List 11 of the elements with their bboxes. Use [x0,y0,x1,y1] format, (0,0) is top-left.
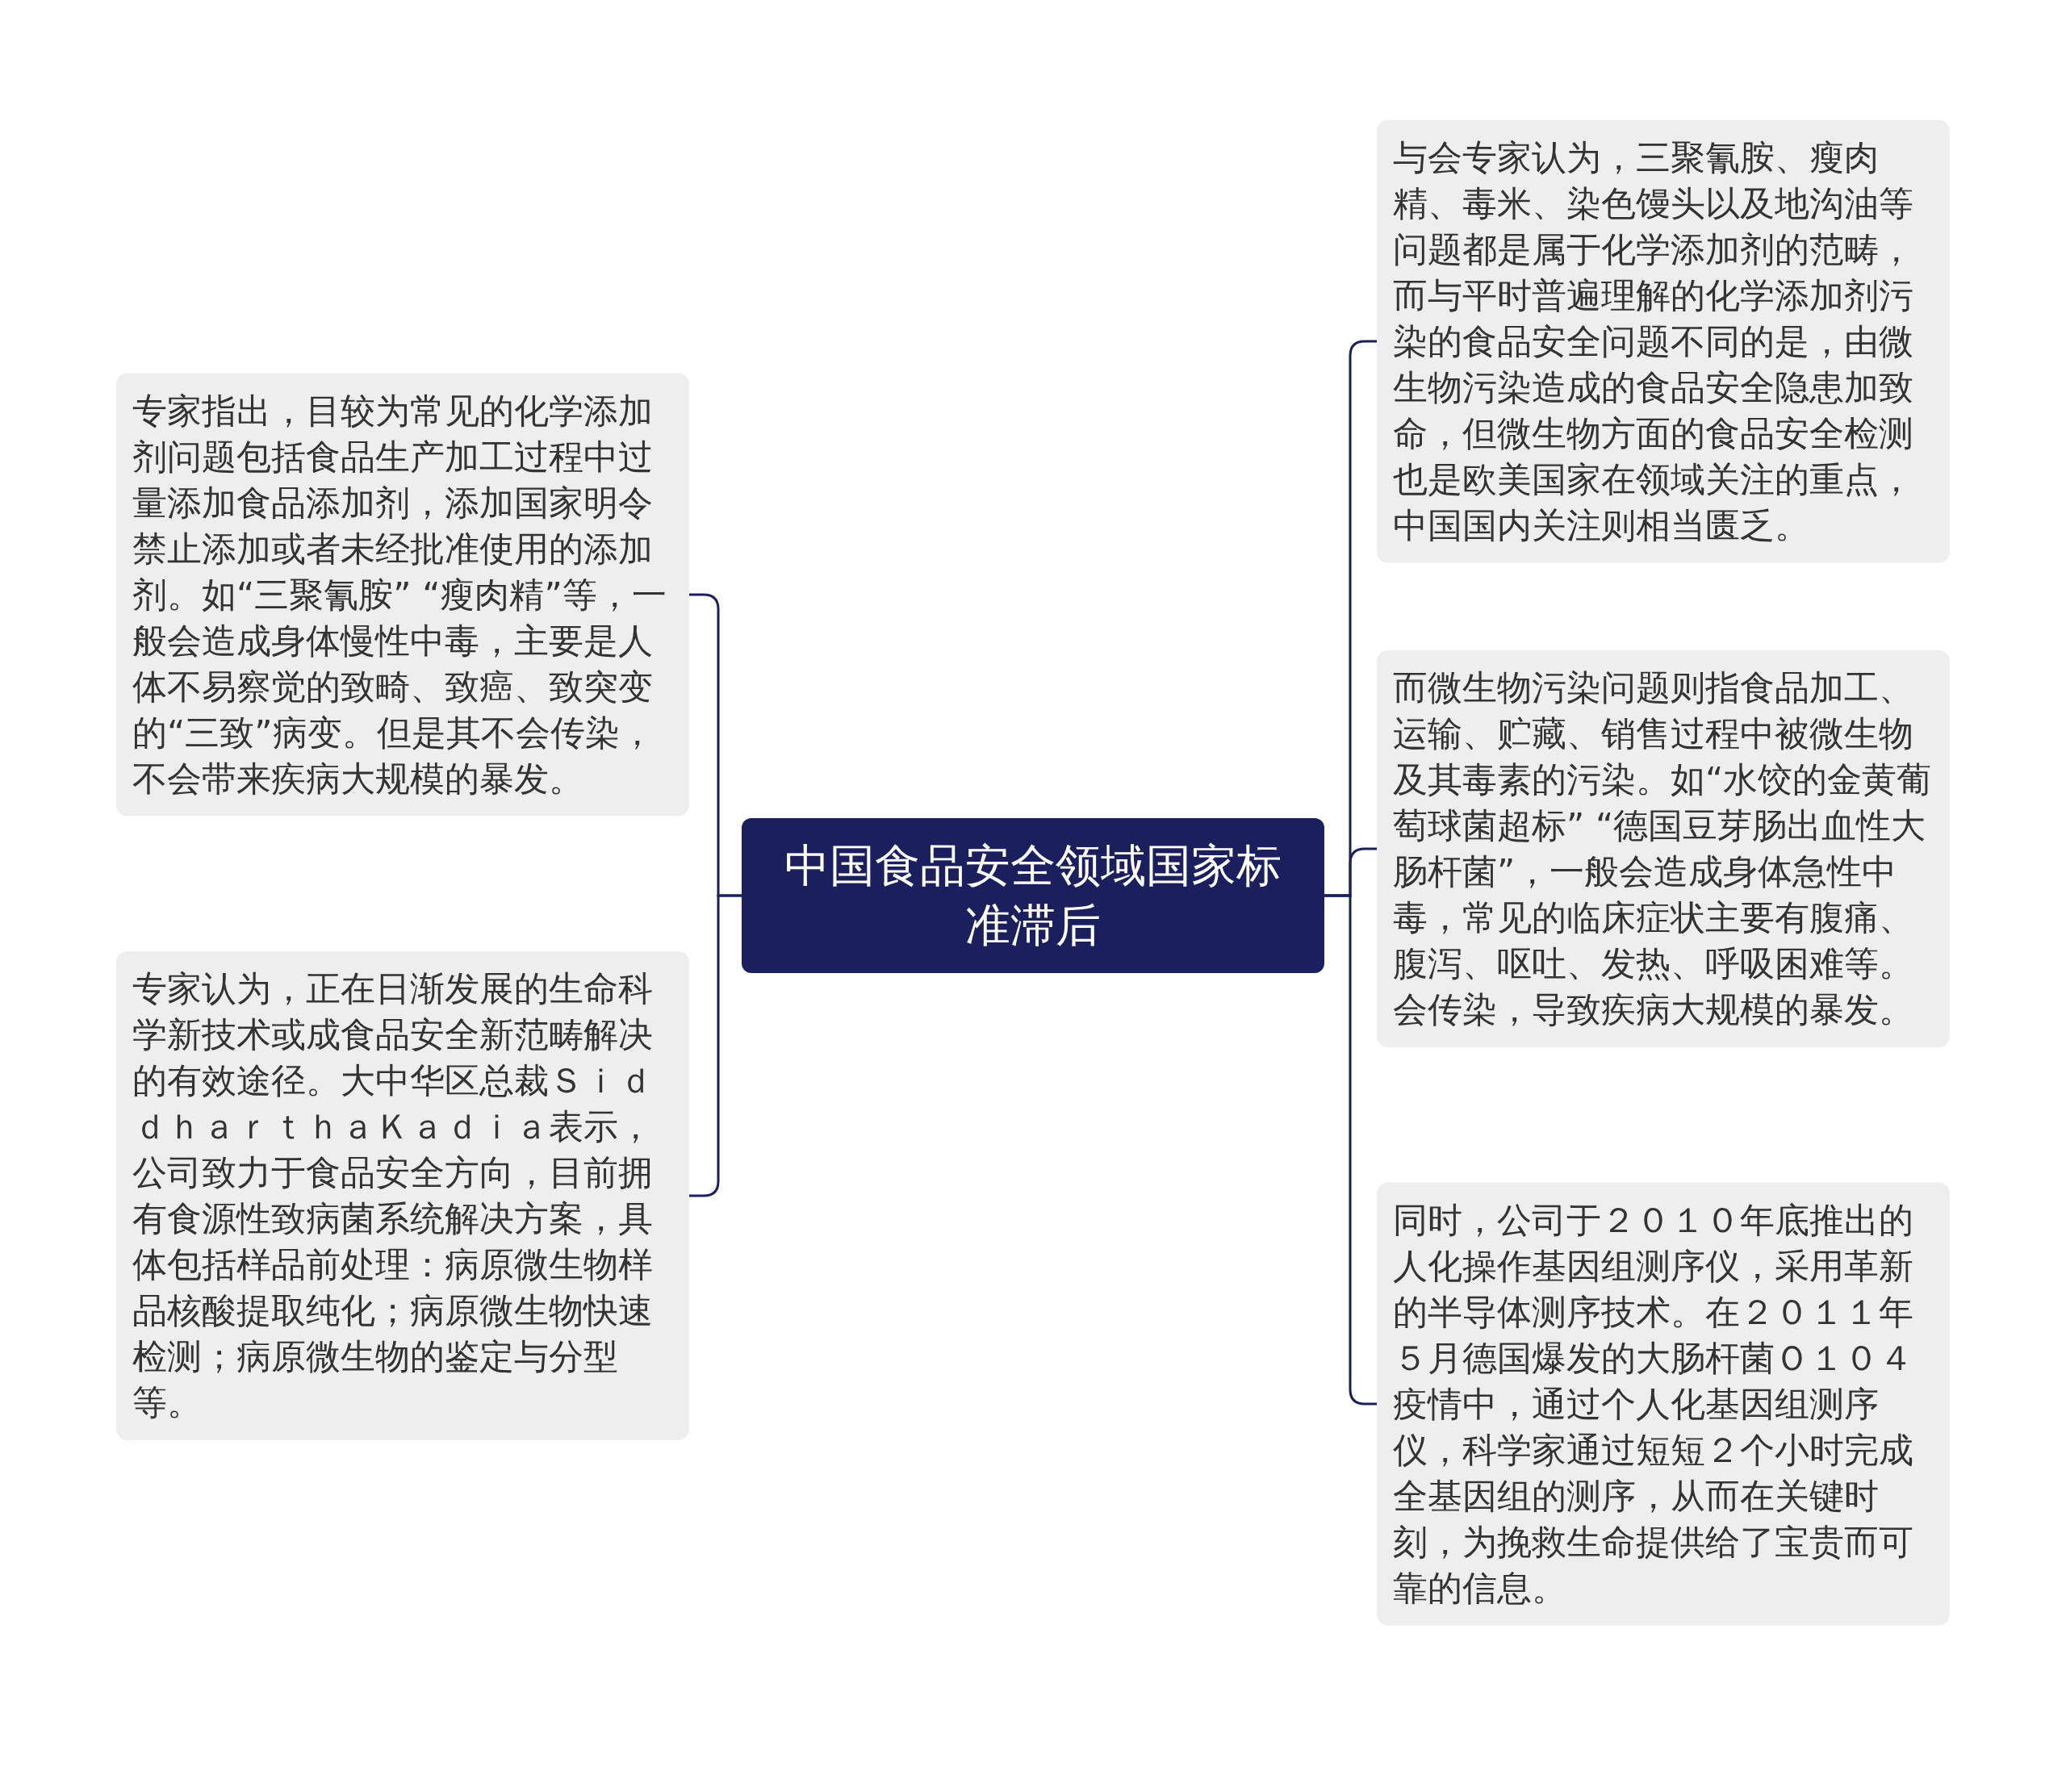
topic-text: 专家认为，正在日渐发展的生命科学新技术或成食品安全新范畴解决的有效途径。大中华区总裁ＳｉｄｄｈａｒｔｈａＫａｄｉａ表示，公司致力于食品安全方向，目前拥有食源性致病菌系统解决方案，具体包括样品前处理：病原微生物样品核酸提取纯化；病原微生物快速检测；病原微生物的鉴定与分型等。 [132,968,653,1422]
topic-text: 专家指出，目较为常见的化学添加剂问题包括食品生产加工过程中过量添加食品添加剂，添加国家明令禁止添加或者未经批准使用的添加剂。如“三聚氰胺” “瘦肉精”等，一般会造成身体慢性中毒，主要是人体不易察觉的致畸、致癌、致突变的“三致”病变。但是其不会传染，不会带来疾病大规模的暴发。 [132,390,667,799]
connector-line [689,894,742,1197]
topic-card [1377,119,1950,563]
topic-card [116,951,689,1440]
topic-title: 中国食品安全领域国家标准滞后 [784,839,1282,951]
topic-text: 同时，公司于２０１０年底推出的人化操作基因组测序仪，采用革新的半导体测序技术。在２０１１年５月德国爆发的大肠杆菌Ｏ１０４疫情中，通过个人化基因组测序仪，科学家通过短短２个小时完成全基因组的测序，从而在关键时刻，为挽救生命提供给了宝贵而可靠的信息。 [1393,1199,1913,1608]
topic-text: 与会专家认为，三聚氰胺、瘦肉精、毒米、染色馒头以及地沟油等问题都是属于化学添加剂的范畴，而与平时普遍理解的化学添加剂污染的食品安全问题不同的是，由微生物污染造成的食品安全隐患加致命，但微生物方面的食品安全检测也是欧美国家在领域关注的重点，中国国内关注则相当匮乏。 [1393,136,1913,545]
topic-card [1377,1182,1950,1626]
topic-text: 而微生物污染问题则指食品加工、运输、贮藏、销售过程中被微生物及其毒素的污染。如“水饺的金黄葡萄球菌超标” “德国豆芽肠出血性大肠杆菌”，一般会造成身体急性中毒，常见的临床症状主要有腹痛、腹泻、呕吐、发热、呼吸困难等。会传染，导致疾病大规模的暴发。 [1393,667,1932,1030]
central-topic-box [742,818,1324,973]
